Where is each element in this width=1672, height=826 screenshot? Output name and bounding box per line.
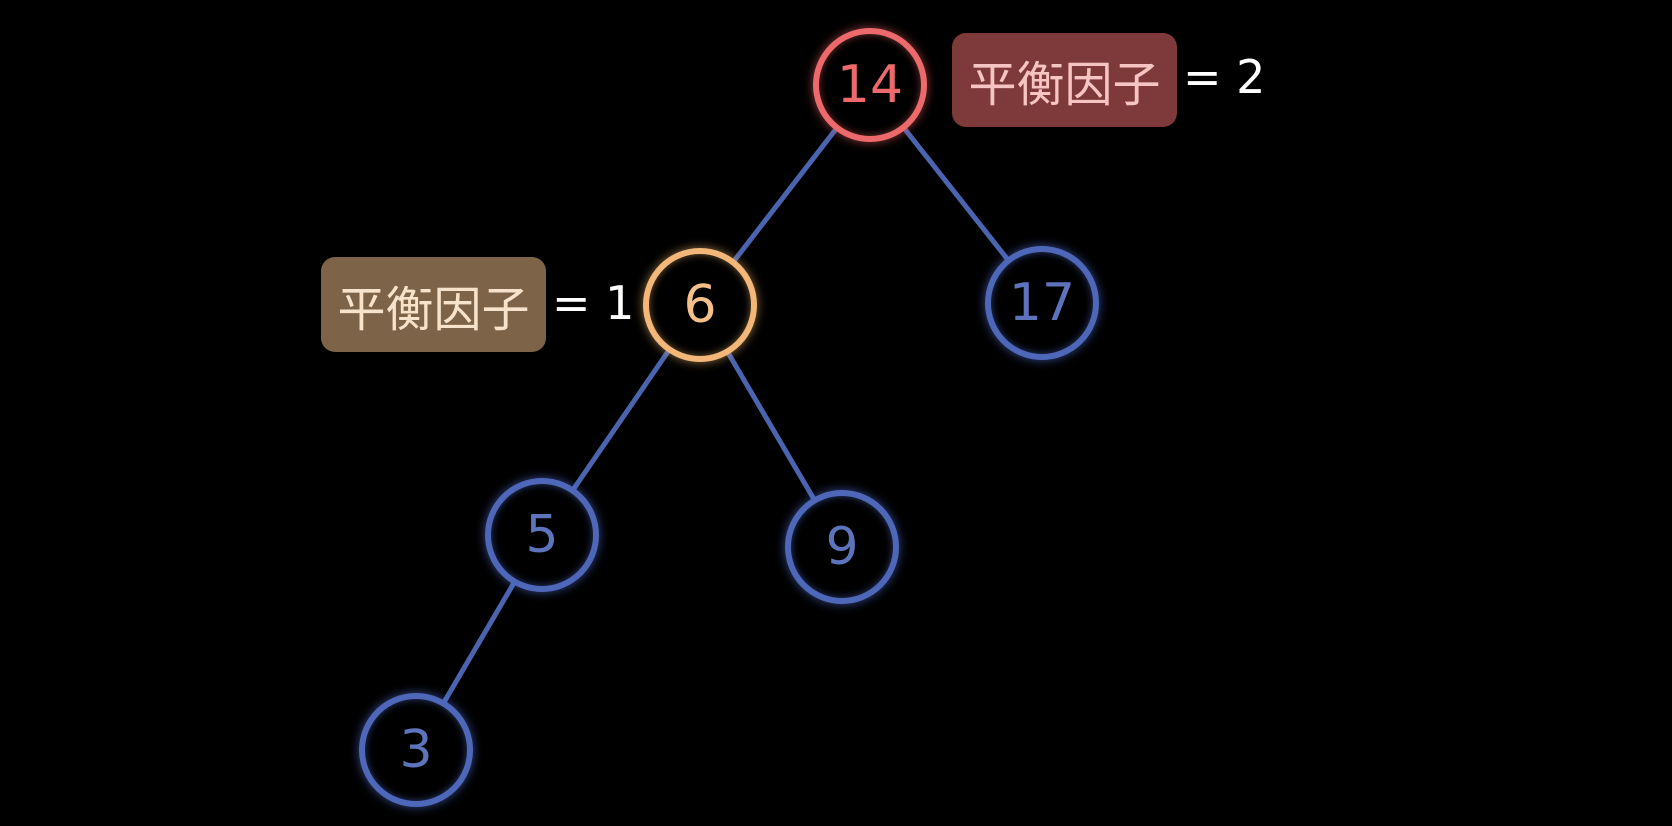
node-value: 9 <box>825 517 859 577</box>
tree-node-9: 9 <box>785 490 899 604</box>
tree-node-5: 5 <box>485 478 599 592</box>
balance-factor-value-6: = 1 <box>552 276 635 330</box>
node-value: 17 <box>1008 273 1076 333</box>
balance-factor-label-6: 平衡因子 <box>321 257 546 352</box>
tree-node-14: 14 <box>813 28 927 142</box>
tree-node-17: 17 <box>985 246 1099 360</box>
balance-factor-label-14: 平衡因子 <box>952 33 1177 127</box>
tree-node-3: 3 <box>359 693 473 807</box>
balance-factor-value-14: = 2 <box>1183 50 1266 104</box>
node-value: 6 <box>683 275 717 335</box>
node-value: 5 <box>525 505 559 565</box>
node-value: 3 <box>399 720 433 780</box>
tree-node-6: 6 <box>643 248 757 362</box>
node-value: 14 <box>836 55 904 115</box>
